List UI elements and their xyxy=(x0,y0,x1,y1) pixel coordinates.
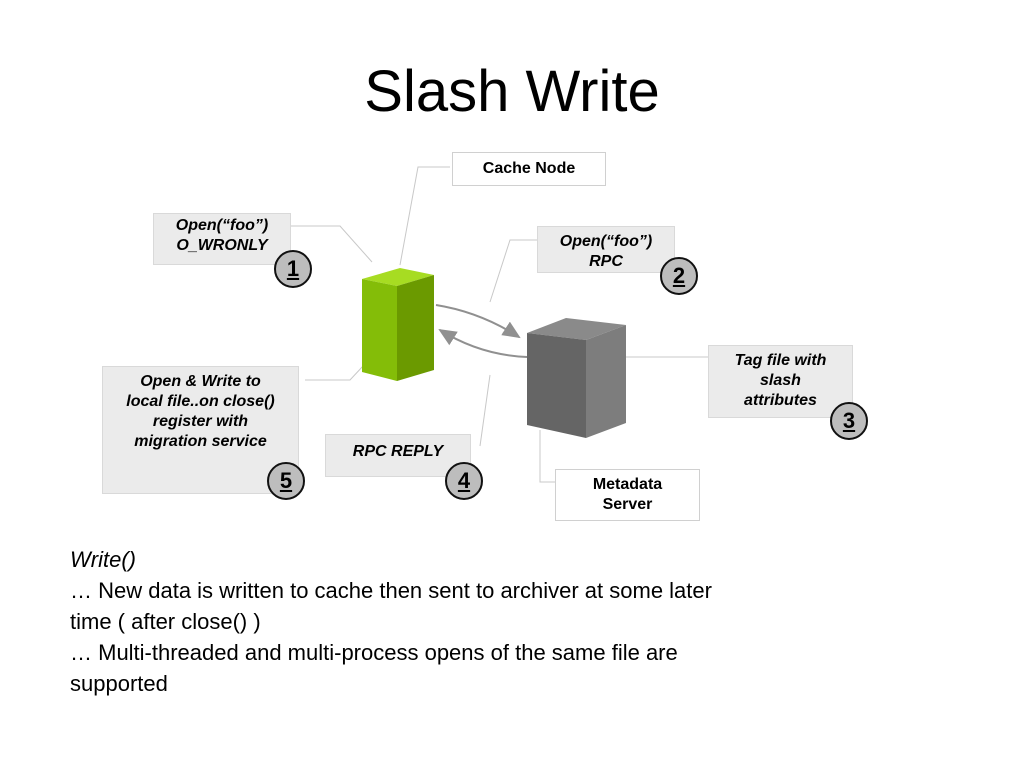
step-4-callout: RPC REPLY xyxy=(325,434,471,477)
arrow-to-cache xyxy=(438,328,528,358)
metadata-server-cube[interactable] xyxy=(527,318,626,438)
step-2-badge: 2 xyxy=(660,257,698,295)
metadata-server-label: Metadata Server xyxy=(555,469,700,521)
step-5-badge: 5 xyxy=(267,462,305,500)
description-heading: Write() xyxy=(70,547,136,572)
step-1-badge: 1 xyxy=(274,250,312,288)
cache-node-label: Cache Node xyxy=(452,152,606,186)
step-4-badge: 4 xyxy=(445,462,483,500)
arrow-to-metadata xyxy=(435,304,521,339)
leader-lines xyxy=(290,166,708,483)
step-3-badge: 3 xyxy=(830,402,868,440)
step-1-callout: Open(“foo”) O_WRONLY xyxy=(153,213,291,265)
description-line-2: … Multi-threaded and multi-process opens… xyxy=(70,640,678,696)
slide-title: Slash Write xyxy=(364,59,660,124)
description-line-1: … New data is written to cache then sent… xyxy=(70,578,712,634)
description: Write() … New data is written to cache t… xyxy=(70,544,730,699)
cache-node-cube[interactable] xyxy=(362,268,434,381)
step-3-callout: Tag file with slash attributes xyxy=(708,345,853,418)
step-5-callout: Open & Write to local file..on close() r… xyxy=(102,366,299,494)
step-2-callout: Open(“foo”) RPC xyxy=(537,226,675,273)
